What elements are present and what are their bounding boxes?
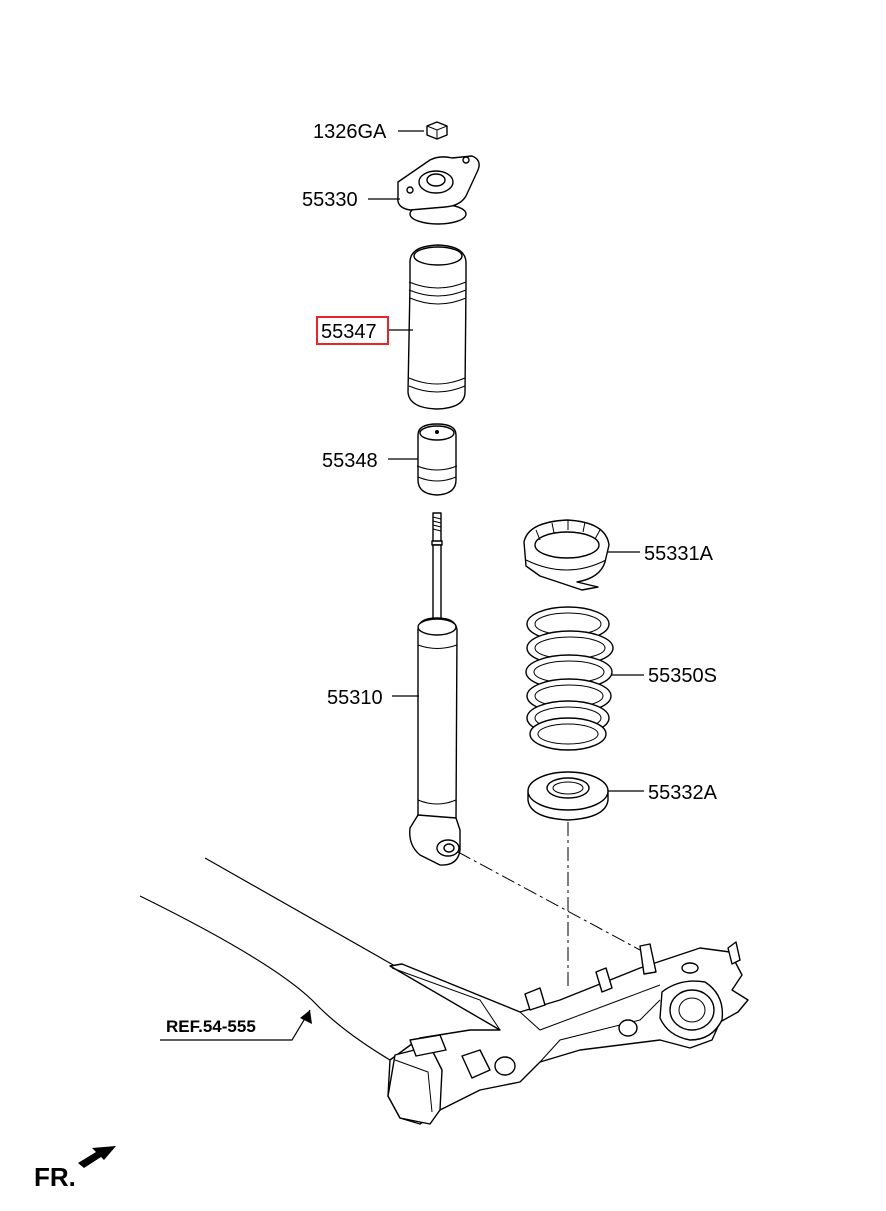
front-arrow-icon [78, 1146, 116, 1168]
shock-mount-guide-line [457, 851, 641, 951]
upper-spring-pad-part[interactable] [523, 519, 610, 591]
reference-label[interactable]: REF.54-555 [166, 1017, 256, 1036]
nut-label[interactable]: 1326GA [313, 121, 387, 143]
mount-part[interactable] [397, 155, 480, 225]
dust-cover-highlight-box [316, 316, 389, 345]
dust-cover-part[interactable] [407, 244, 467, 410]
bump-stopper-label[interactable]: 55348 [322, 450, 378, 472]
mount-label[interactable]: 55330 [302, 189, 358, 211]
coil-spring-label[interactable]: 55350S [648, 665, 717, 687]
coil-spring-part[interactable] [525, 606, 614, 751]
shock-absorber-label[interactable]: 55310 [327, 687, 383, 709]
upper-spring-pad-label[interactable]: 55331A [644, 543, 714, 565]
reference-arrow-icon [300, 1010, 312, 1024]
shock-absorber-part[interactable] [409, 512, 461, 866]
front-indicator: FR. [34, 1146, 116, 1192]
front-label: FR. [34, 1162, 76, 1192]
reference-callout[interactable]: REF.54-555 [160, 1009, 312, 1041]
lower-spring-pad-part[interactable] [527, 771, 609, 821]
dust-cover-label[interactable]: 55347 [321, 321, 377, 343]
bump-stopper-part[interactable] [416, 423, 458, 496]
nut-part[interactable] [426, 121, 448, 140]
lower-spring-pad-label[interactable]: 55332A [648, 782, 718, 804]
rear-axle-beam [139, 857, 749, 1125]
